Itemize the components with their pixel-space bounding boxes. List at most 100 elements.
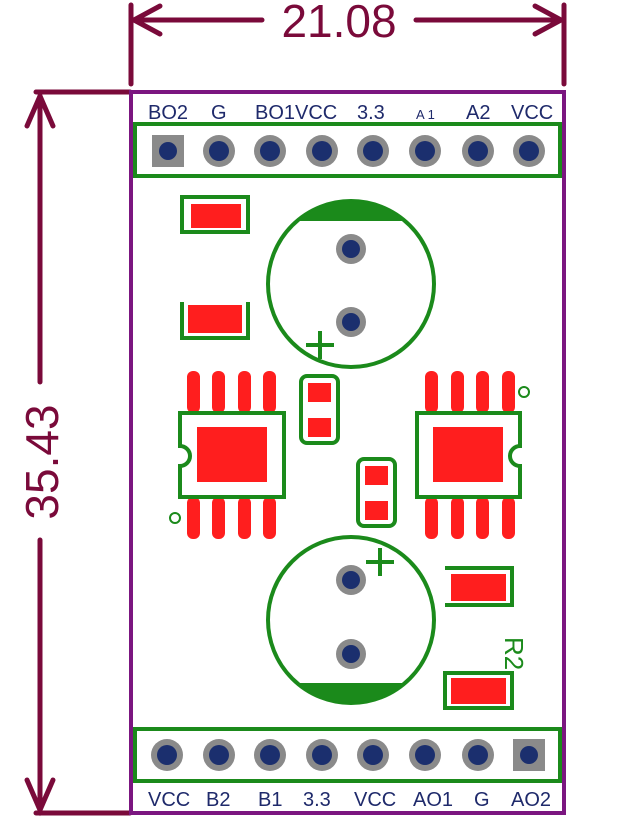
- smd-pad: [451, 678, 506, 704]
- bottom-pin-7-hole: [468, 745, 488, 765]
- smd-outline: [180, 195, 250, 234]
- ic-pin: [476, 371, 489, 413]
- ic-outline: [178, 411, 286, 499]
- ic-pin: [451, 371, 464, 413]
- capacitor-plus-mark: [366, 548, 394, 576]
- bottom-pin-2-hole: [209, 745, 229, 765]
- top-pin-5-hole: [363, 141, 383, 161]
- smd-component-bottom-right-1: [445, 566, 514, 607]
- smd-pad: [308, 383, 331, 402]
- width-dimension: [128, 2, 567, 87]
- bottom-label-vcc-2: VCC: [354, 789, 396, 811]
- smd-pad: [365, 501, 388, 520]
- ic-thermal-pad: [433, 427, 503, 482]
- smd-outline: [299, 374, 340, 445]
- smd-outline: [180, 302, 250, 340]
- ic-thermal-pad: [197, 427, 267, 482]
- capacitor-polarity-band: [297, 201, 405, 221]
- ic-pin: [212, 371, 225, 413]
- bottom-label-b1: B1: [258, 789, 282, 811]
- top-pin-7-hole: [468, 141, 488, 161]
- width-dimension-value: 21.08: [281, 0, 396, 47]
- ic-pin: [238, 371, 251, 413]
- capacitor-hole: [342, 645, 360, 663]
- ic-pin1-dot: [169, 512, 181, 524]
- smd-pad: [191, 204, 241, 228]
- bottom-label-3v3: 3.3: [303, 789, 331, 811]
- top-label-a2: A2: [466, 102, 490, 124]
- ic-right-pins: [425, 371, 515, 539]
- ic-pin: [238, 497, 251, 539]
- electrolytic-capacitor-bottom: [266, 535, 436, 705]
- smd-outline: [356, 457, 397, 528]
- top-label-bo2: BO2: [148, 102, 188, 124]
- ic-left-top-pins: [187, 371, 276, 539]
- smd-outline: [443, 671, 514, 710]
- height-dimension: [24, 89, 133, 817]
- top-pin-6-hole: [415, 141, 435, 161]
- bottom-pin-3-hole: [260, 745, 280, 765]
- width-arrow-left: [128, 3, 163, 37]
- bottom-pin-1-hole: [157, 745, 177, 765]
- capacitor-hole: [342, 571, 360, 589]
- ic-pin: [263, 497, 276, 539]
- top-pin-3-hole: [260, 141, 280, 161]
- bottom-label-ao2: AO2: [511, 789, 551, 811]
- smd-pad: [308, 418, 331, 437]
- smd-pad: [365, 466, 388, 485]
- ic-pin: [187, 371, 200, 413]
- smd-component-bottom-right-2-r2: [443, 671, 514, 710]
- bottom-pin-4-hole: [312, 745, 332, 765]
- bottom-label-b2: B2: [206, 789, 230, 811]
- ic-pin: [425, 497, 438, 539]
- bottom-header-silkscreen: [133, 727, 562, 783]
- bottom-label-ao1: AO1: [413, 789, 453, 811]
- smd-pad: [188, 305, 242, 333]
- board-outline: [129, 90, 566, 815]
- top-pin-4-hole: [312, 141, 332, 161]
- bottom-pin-8-hole: [520, 746, 538, 764]
- ic-pin: [451, 497, 464, 539]
- top-header-silkscreen: [133, 122, 562, 178]
- top-label-a1: A 1: [416, 107, 435, 122]
- ic-pin: [425, 371, 438, 413]
- ic-pin: [263, 371, 276, 413]
- capacitor-plus-mark: [306, 331, 334, 359]
- smd-small-component-1: [299, 374, 340, 445]
- ic-left: [169, 371, 286, 539]
- width-arrow-right: [532, 3, 567, 37]
- bottom-pin-6-hole: [415, 745, 435, 765]
- bottom-label-vcc: VCC: [148, 789, 190, 811]
- electrolytic-capacitor-top: [266, 199, 436, 369]
- ic-pin: [476, 497, 489, 539]
- ic-outline: [415, 411, 522, 499]
- top-label-g: G: [211, 102, 227, 124]
- r2-reference-label: R2: [499, 637, 529, 670]
- ic-right: [415, 371, 530, 539]
- top-pin-2-hole: [209, 141, 229, 161]
- capacitor-hole: [342, 240, 360, 258]
- smd-component-top-left-2: [180, 302, 250, 340]
- capacitor-hole: [342, 313, 360, 331]
- capacitor-polarity-band: [297, 683, 405, 703]
- smd-small-component-2: [356, 457, 397, 528]
- ic-pin: [187, 497, 200, 539]
- capacitor-outline: [266, 535, 436, 705]
- ic-pin: [212, 497, 225, 539]
- ic-pin1-dot: [518, 386, 530, 398]
- height-arrow-top: [24, 89, 56, 129]
- bottom-pin-5-hole: [363, 745, 383, 765]
- smd-outline: [445, 566, 514, 607]
- height-dimension-value: 35.43: [16, 404, 68, 519]
- ic-pin: [502, 497, 515, 539]
- top-label-bo1vcc: BO1VCC: [255, 102, 337, 124]
- bottom-label-g: G: [474, 789, 490, 811]
- capacitor-outline: [266, 199, 436, 369]
- bottom-header: VCC B2 B1 3.3 VCC AO1 G AO2: [133, 727, 562, 811]
- top-label-vcc: VCC: [511, 102, 553, 124]
- ic-pin: [502, 371, 515, 413]
- top-pin-1-hole: [159, 142, 177, 160]
- top-header: BO2 G BO1VCC 3.3 A 1 A2 VCC: [133, 102, 562, 178]
- smd-pad: [451, 574, 506, 601]
